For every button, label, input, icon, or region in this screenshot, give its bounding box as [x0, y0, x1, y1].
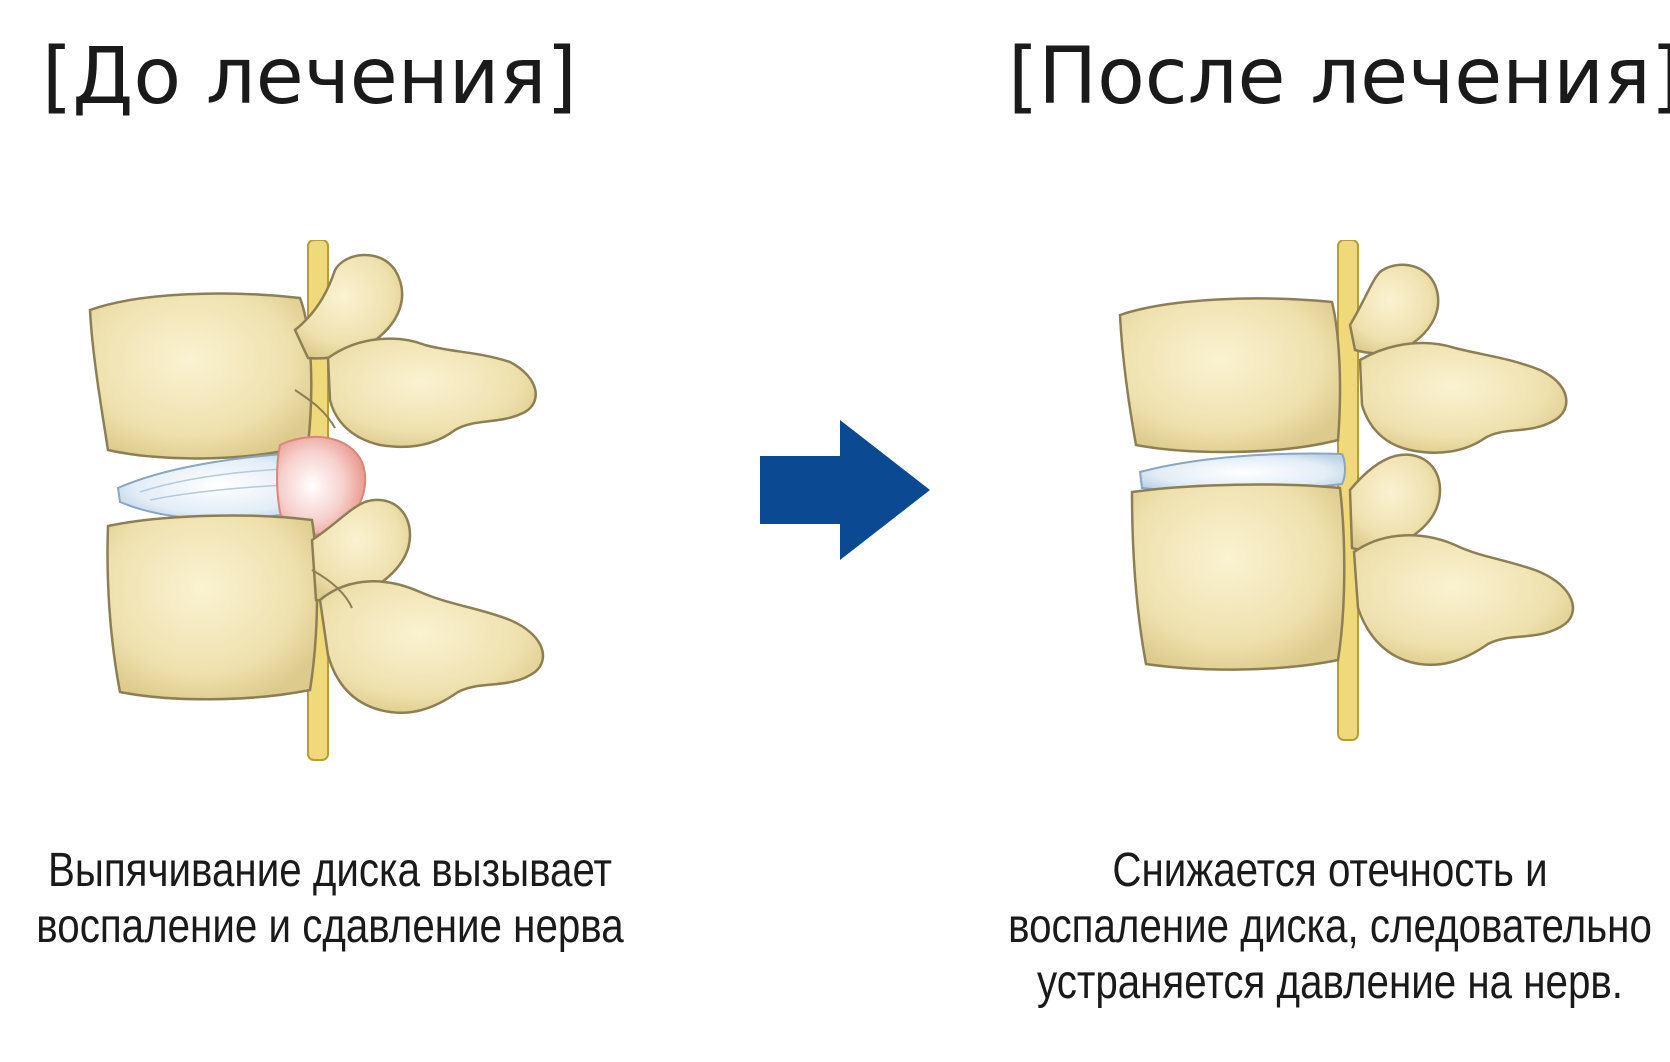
upper-vertebral-processes	[295, 255, 536, 447]
spine-before-illustration	[80, 240, 600, 780]
caption-after-treatment: Снижается отечность и воспаление диска, …	[994, 843, 1666, 1011]
upper-vertebral-body	[1120, 298, 1340, 451]
spine-after-illustration	[1110, 240, 1630, 750]
title-before-treatment: [До лечения]	[42, 38, 577, 116]
caption-before-line-2: воспаление и сдавление нерва	[19, 899, 641, 955]
lower-vertebral-body	[108, 515, 318, 699]
caption-before-line-1: Выпячивание диска вызывает	[19, 843, 641, 899]
caption-after-line-1: Снижается отечность и	[994, 843, 1666, 899]
right-arrow-icon	[760, 420, 930, 560]
caption-before-treatment: Выпячивание диска вызывает воспаление и …	[19, 843, 641, 955]
upper-vertebral-body	[90, 294, 311, 459]
upper-vertebral-processes	[1350, 265, 1566, 453]
title-after-treatment: [После лечения]	[1008, 38, 1670, 116]
lower-vertebral-processes	[1350, 455, 1573, 665]
lower-vertebral-processes	[312, 500, 543, 713]
lower-vertebral-body	[1132, 485, 1344, 670]
caption-after-line-2: воспаление диска, следовательно	[994, 899, 1666, 955]
caption-after-line-3: устраняется давление на нерв.	[994, 955, 1666, 1011]
